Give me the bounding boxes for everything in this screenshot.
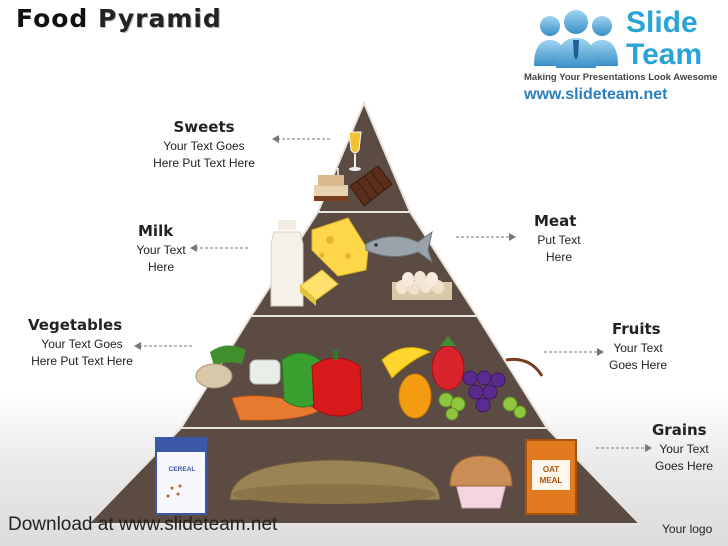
cereal-box-icon <box>155 437 207 515</box>
label-fruits: Fruits Your Text Goes Here <box>602 320 674 374</box>
cereal-box-label: CEREAL <box>168 466 196 473</box>
page-title: Food Pyramid <box>16 4 222 33</box>
bread-loaf-icon <box>229 459 441 504</box>
tier-name: Fruits <box>612 320 661 338</box>
tier-text-line2: Here Put Text Here <box>31 354 133 368</box>
brand-name-team: Team <box>626 38 703 71</box>
butter-icon <box>299 269 339 306</box>
fish-icon <box>365 230 433 264</box>
muffin-icon <box>449 455 513 509</box>
eggs-icon <box>392 271 452 300</box>
tier-name: Grains <box>652 421 707 439</box>
tier-name: Vegetables <box>28 316 123 334</box>
tier-text-line1: Your Text Goes <box>163 139 245 153</box>
oat-meal-label-line2: MEAL <box>539 476 563 485</box>
label-meat: Meat Put Text Here <box>524 212 594 266</box>
tier-text-line1: Your Text <box>613 341 663 355</box>
tier-text-line2: Here Put Text Here <box>153 156 255 170</box>
tier-name: Milk <box>138 222 174 240</box>
download-link[interactable]: Download at www.slideteam.net <box>8 514 278 535</box>
tier-text-line1: Your Text <box>136 243 186 257</box>
tier-text-line1: Put Text <box>537 233 581 247</box>
brand-url-link[interactable]: www.slideteam.net <box>524 86 668 103</box>
connector-arrows <box>140 138 646 449</box>
tier-name: Sweets <box>173 118 235 136</box>
oat-meal-label: OAT MEAL <box>532 464 570 486</box>
tier-text-line2: Goes Here <box>608 358 668 372</box>
vegetables-icon <box>195 345 363 421</box>
tier-text-line1: Your Text <box>659 442 709 456</box>
tier-text-line2: Here <box>147 260 174 274</box>
label-vegetables: Vegetables Your Text Goes Here Put Text … <box>22 316 142 370</box>
label-milk: Milk Your Text Here <box>120 222 202 276</box>
chocolate-bar-icon <box>349 165 393 207</box>
tier-text-line2: Goes Here <box>654 459 714 473</box>
wine-glass-icon <box>348 131 362 171</box>
milk-bottle-icon <box>270 220 304 307</box>
cake-icon <box>314 166 348 201</box>
arrowheads <box>134 135 652 452</box>
title-word-pyramid: Pyramid <box>98 4 222 33</box>
your-logo-placeholder: Your logo <box>662 522 713 536</box>
tier-text-line2: Here <box>545 250 572 264</box>
brand-tagline: Making Your Presentations Look Awesome <box>524 72 718 83</box>
tier-text-line1: Your Text Goes <box>41 337 123 351</box>
label-sweets: Sweets Your Text Goes Here Put Text Here <box>140 118 268 172</box>
title-word-food: Food <box>16 4 89 33</box>
slideteam-people-logo-icon <box>534 10 618 68</box>
label-grains: Grains Your Text Goes Here <box>648 421 720 475</box>
cheese-icon <box>311 217 369 277</box>
oat-meal-label-line1: OAT <box>542 465 560 474</box>
brand-name-slide: Slide <box>626 6 698 39</box>
fruits-icon <box>381 336 544 421</box>
tier-name: Meat <box>534 212 577 230</box>
tier-vegetables-fruits <box>179 315 549 429</box>
oat-meal-box-icon <box>525 439 577 515</box>
